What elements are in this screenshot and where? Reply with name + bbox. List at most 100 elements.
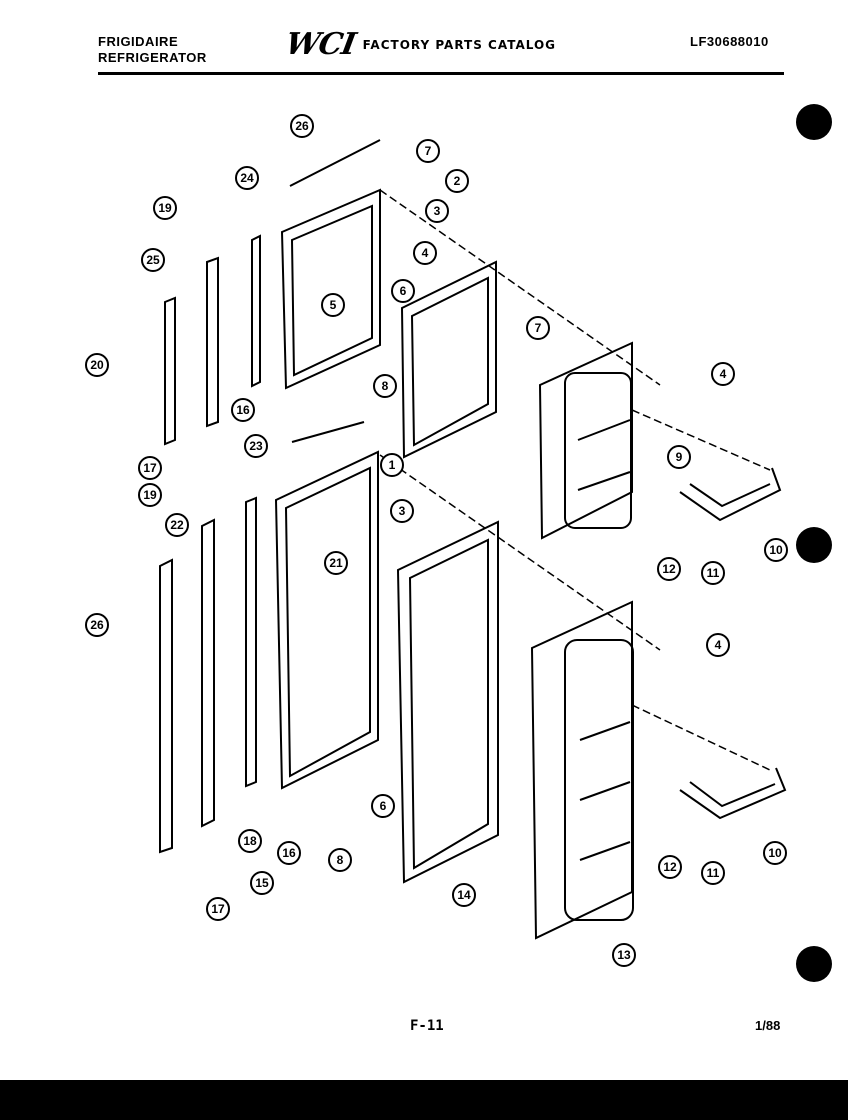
top-cap-bar xyxy=(289,139,381,187)
callout-label: 21 xyxy=(329,556,343,570)
callout-label: 2 xyxy=(454,174,461,188)
punch-hole-icon xyxy=(796,946,832,982)
callout-label: 15 xyxy=(255,876,269,890)
callout-label: 4 xyxy=(715,638,722,652)
callout-label: 16 xyxy=(282,846,296,860)
callout: 13 xyxy=(612,943,636,967)
catalog-header: WCI FACTORY PARTS CATALOG xyxy=(283,27,557,62)
callout: 11 xyxy=(701,861,725,885)
callout: 26 xyxy=(85,613,109,637)
callout: 17 xyxy=(138,456,162,480)
callout: 5 xyxy=(321,293,345,317)
callout: 3 xyxy=(425,199,449,223)
callout-label: 3 xyxy=(399,504,406,518)
callout: 25 xyxy=(141,248,165,272)
callout: 14 xyxy=(452,883,476,907)
lower-door-shelf xyxy=(530,600,634,940)
lower-door-handle xyxy=(679,767,787,820)
callout: 12 xyxy=(658,855,682,879)
callout-label: 11 xyxy=(707,866,720,880)
callout-label: 26 xyxy=(90,618,104,632)
callout: 3 xyxy=(390,499,414,523)
callout-label: 4 xyxy=(720,367,727,381)
callout-label: 8 xyxy=(382,379,389,393)
page-number: F-11 xyxy=(410,1018,444,1034)
callout: 10 xyxy=(763,841,787,865)
callout-label: 17 xyxy=(143,461,157,475)
callout: 17 xyxy=(206,897,230,921)
lower-trim-strip xyxy=(159,558,173,854)
callout-markers: 26 7 2 3 4 24 19 25 5 6 7 20 8 16 4 17 2… xyxy=(85,114,788,967)
callout: 19 xyxy=(138,483,162,507)
callout: 18 xyxy=(238,829,262,853)
punch-hole-icon xyxy=(796,527,832,563)
callout: 20 xyxy=(85,353,109,377)
callout-label: 1 xyxy=(389,458,396,472)
callout: 4 xyxy=(413,241,437,265)
callout: 12 xyxy=(657,557,681,581)
callout: 10 xyxy=(764,538,788,562)
callout-label: 12 xyxy=(662,562,676,576)
header-rule xyxy=(98,72,784,75)
callout-label: 11 xyxy=(707,566,720,580)
callout: 11 xyxy=(701,561,725,585)
lower-door-gasket xyxy=(396,520,499,884)
brand-name: FRIGIDAIRE xyxy=(98,34,179,49)
callout-label: 24 xyxy=(240,171,254,185)
lower-side-strip xyxy=(201,518,215,828)
catalog-title: FACTORY PARTS CATALOG xyxy=(362,38,557,52)
brand-block: FRIGIDAIRE REFRIGERATOR xyxy=(98,34,207,66)
callout: 16 xyxy=(231,398,255,422)
callout: 16 xyxy=(277,841,301,865)
callout: 4 xyxy=(706,633,730,657)
callout: 6 xyxy=(391,279,415,303)
callout: 8 xyxy=(328,848,352,872)
callout: 2 xyxy=(445,169,469,193)
callout: 4 xyxy=(711,362,735,386)
callout-label: 23 xyxy=(249,439,263,453)
upper-door-gasket xyxy=(400,260,497,459)
callout-label: 7 xyxy=(535,321,542,335)
callout-label: 4 xyxy=(422,246,429,260)
upper-side-strip xyxy=(206,256,219,428)
callout: 7 xyxy=(416,139,440,163)
callout-label: 12 xyxy=(663,860,677,874)
callout-label: 13 xyxy=(617,948,631,962)
callout: 6 xyxy=(371,794,395,818)
callout-label: 5 xyxy=(330,298,337,312)
callout-label: 6 xyxy=(380,799,387,813)
upper-door-handle xyxy=(679,467,782,522)
callout: 9 xyxy=(667,445,691,469)
exploded-parts-diagram: 26 7 2 3 4 24 19 25 5 6 7 20 8 16 4 17 2… xyxy=(85,114,788,967)
callout: 8 xyxy=(373,374,397,398)
callout-label: 25 xyxy=(146,253,160,267)
callout-label: 26 xyxy=(295,119,309,133)
callout-label: 17 xyxy=(211,902,225,916)
lower-door-liner-frame xyxy=(274,450,379,790)
callout-label: 19 xyxy=(158,201,172,215)
callout-label: 22 xyxy=(170,518,184,532)
callout-label: 7 xyxy=(425,144,432,158)
callout-label: 9 xyxy=(676,450,683,464)
callout: 7 xyxy=(526,316,550,340)
callout-label: 3 xyxy=(434,204,441,218)
scan-border xyxy=(0,1080,848,1120)
product-type: REFRIGERATOR xyxy=(98,50,207,65)
callout: 22 xyxy=(165,513,189,537)
callout-label: 20 xyxy=(90,358,104,372)
upper-seal-strip xyxy=(251,234,261,388)
callout-label: 19 xyxy=(143,488,157,502)
lower-seal-strip xyxy=(245,496,257,788)
callout-label: 14 xyxy=(457,888,471,902)
callout-label: 10 xyxy=(769,543,783,557)
upper-door-shelf xyxy=(538,341,633,540)
callout: 24 xyxy=(235,166,259,190)
callout: 1 xyxy=(380,453,404,477)
callout: 15 xyxy=(250,871,274,895)
callout: 19 xyxy=(153,196,177,220)
callout-label: 6 xyxy=(400,284,407,298)
upper-door-liner-frame xyxy=(280,188,381,390)
callout: 23 xyxy=(244,434,268,458)
callout: 26 xyxy=(290,114,314,138)
